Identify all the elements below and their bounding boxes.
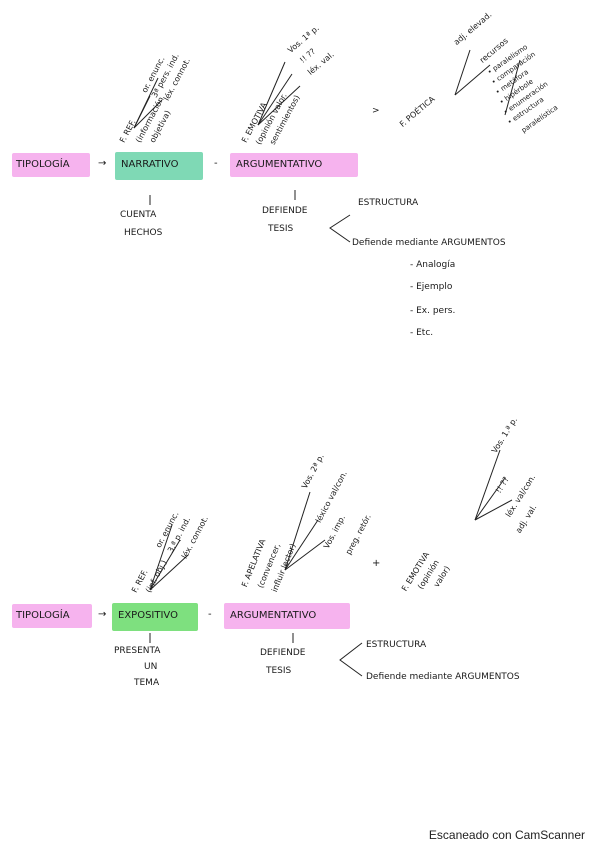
narrativo-highlight [115,152,203,180]
tema-label: TEMA [134,678,160,688]
tipologia-label-bottom: TIPOLOGÍA [16,610,70,621]
tesis-label-top: TESIS [268,224,294,234]
list-item-0: - Analogía [410,260,456,270]
dash-bottom: - [208,609,212,620]
plus-sign: + [372,558,381,569]
mediante-label-bottom: Defiende mediante ARGUMENTOS [366,672,520,682]
argumentativo-label-bottom: ARGUMENTATIVO [230,610,317,621]
estructura-label-top: ESTRUCTURA [358,198,419,208]
list-item-3: - Etc. [410,328,434,338]
list-item-2: - Ex. pers. [410,306,456,316]
narrativo-label: NARRATIVO [121,159,179,170]
gt-sign-top: > [372,106,380,116]
presenta-label: PRESENTA [114,646,161,656]
expositivo-label: EXPOSITIVO [118,610,178,621]
arrow-top-1: → [98,158,107,169]
expositivo-highlight [112,603,198,631]
tipologia-highlight-top [12,153,90,177]
tipologia-label-top: TIPOLOGÍA [16,159,70,170]
defiende-label-top: DEFIENDE [262,206,308,216]
estructura-label-bottom: ESTRUCTURA [366,640,427,650]
un-label: UN [144,662,158,672]
hechos-label: HECHOS [124,228,163,238]
argumentativo-highlight-top [230,153,358,177]
argumentativo-highlight-bottom [224,603,350,629]
dash-top: - [214,158,218,169]
argumentativo-label-top: ARGUMENTATIVO [236,159,323,170]
camscanner-watermark: Escaneado con CamScanner [428,828,585,842]
mediante-label-top: Defiende mediante ARGUMENTOS [352,238,506,248]
arrow-bottom-1: → [98,609,107,620]
cuenta-label: CUENTA [120,210,157,220]
tipologia-highlight-bottom [12,604,92,628]
defiende-label-bottom: DEFIENDE [260,648,306,658]
list-item-1: - Ejemplo [410,282,453,292]
tesis-label-bottom: TESIS [266,666,292,676]
